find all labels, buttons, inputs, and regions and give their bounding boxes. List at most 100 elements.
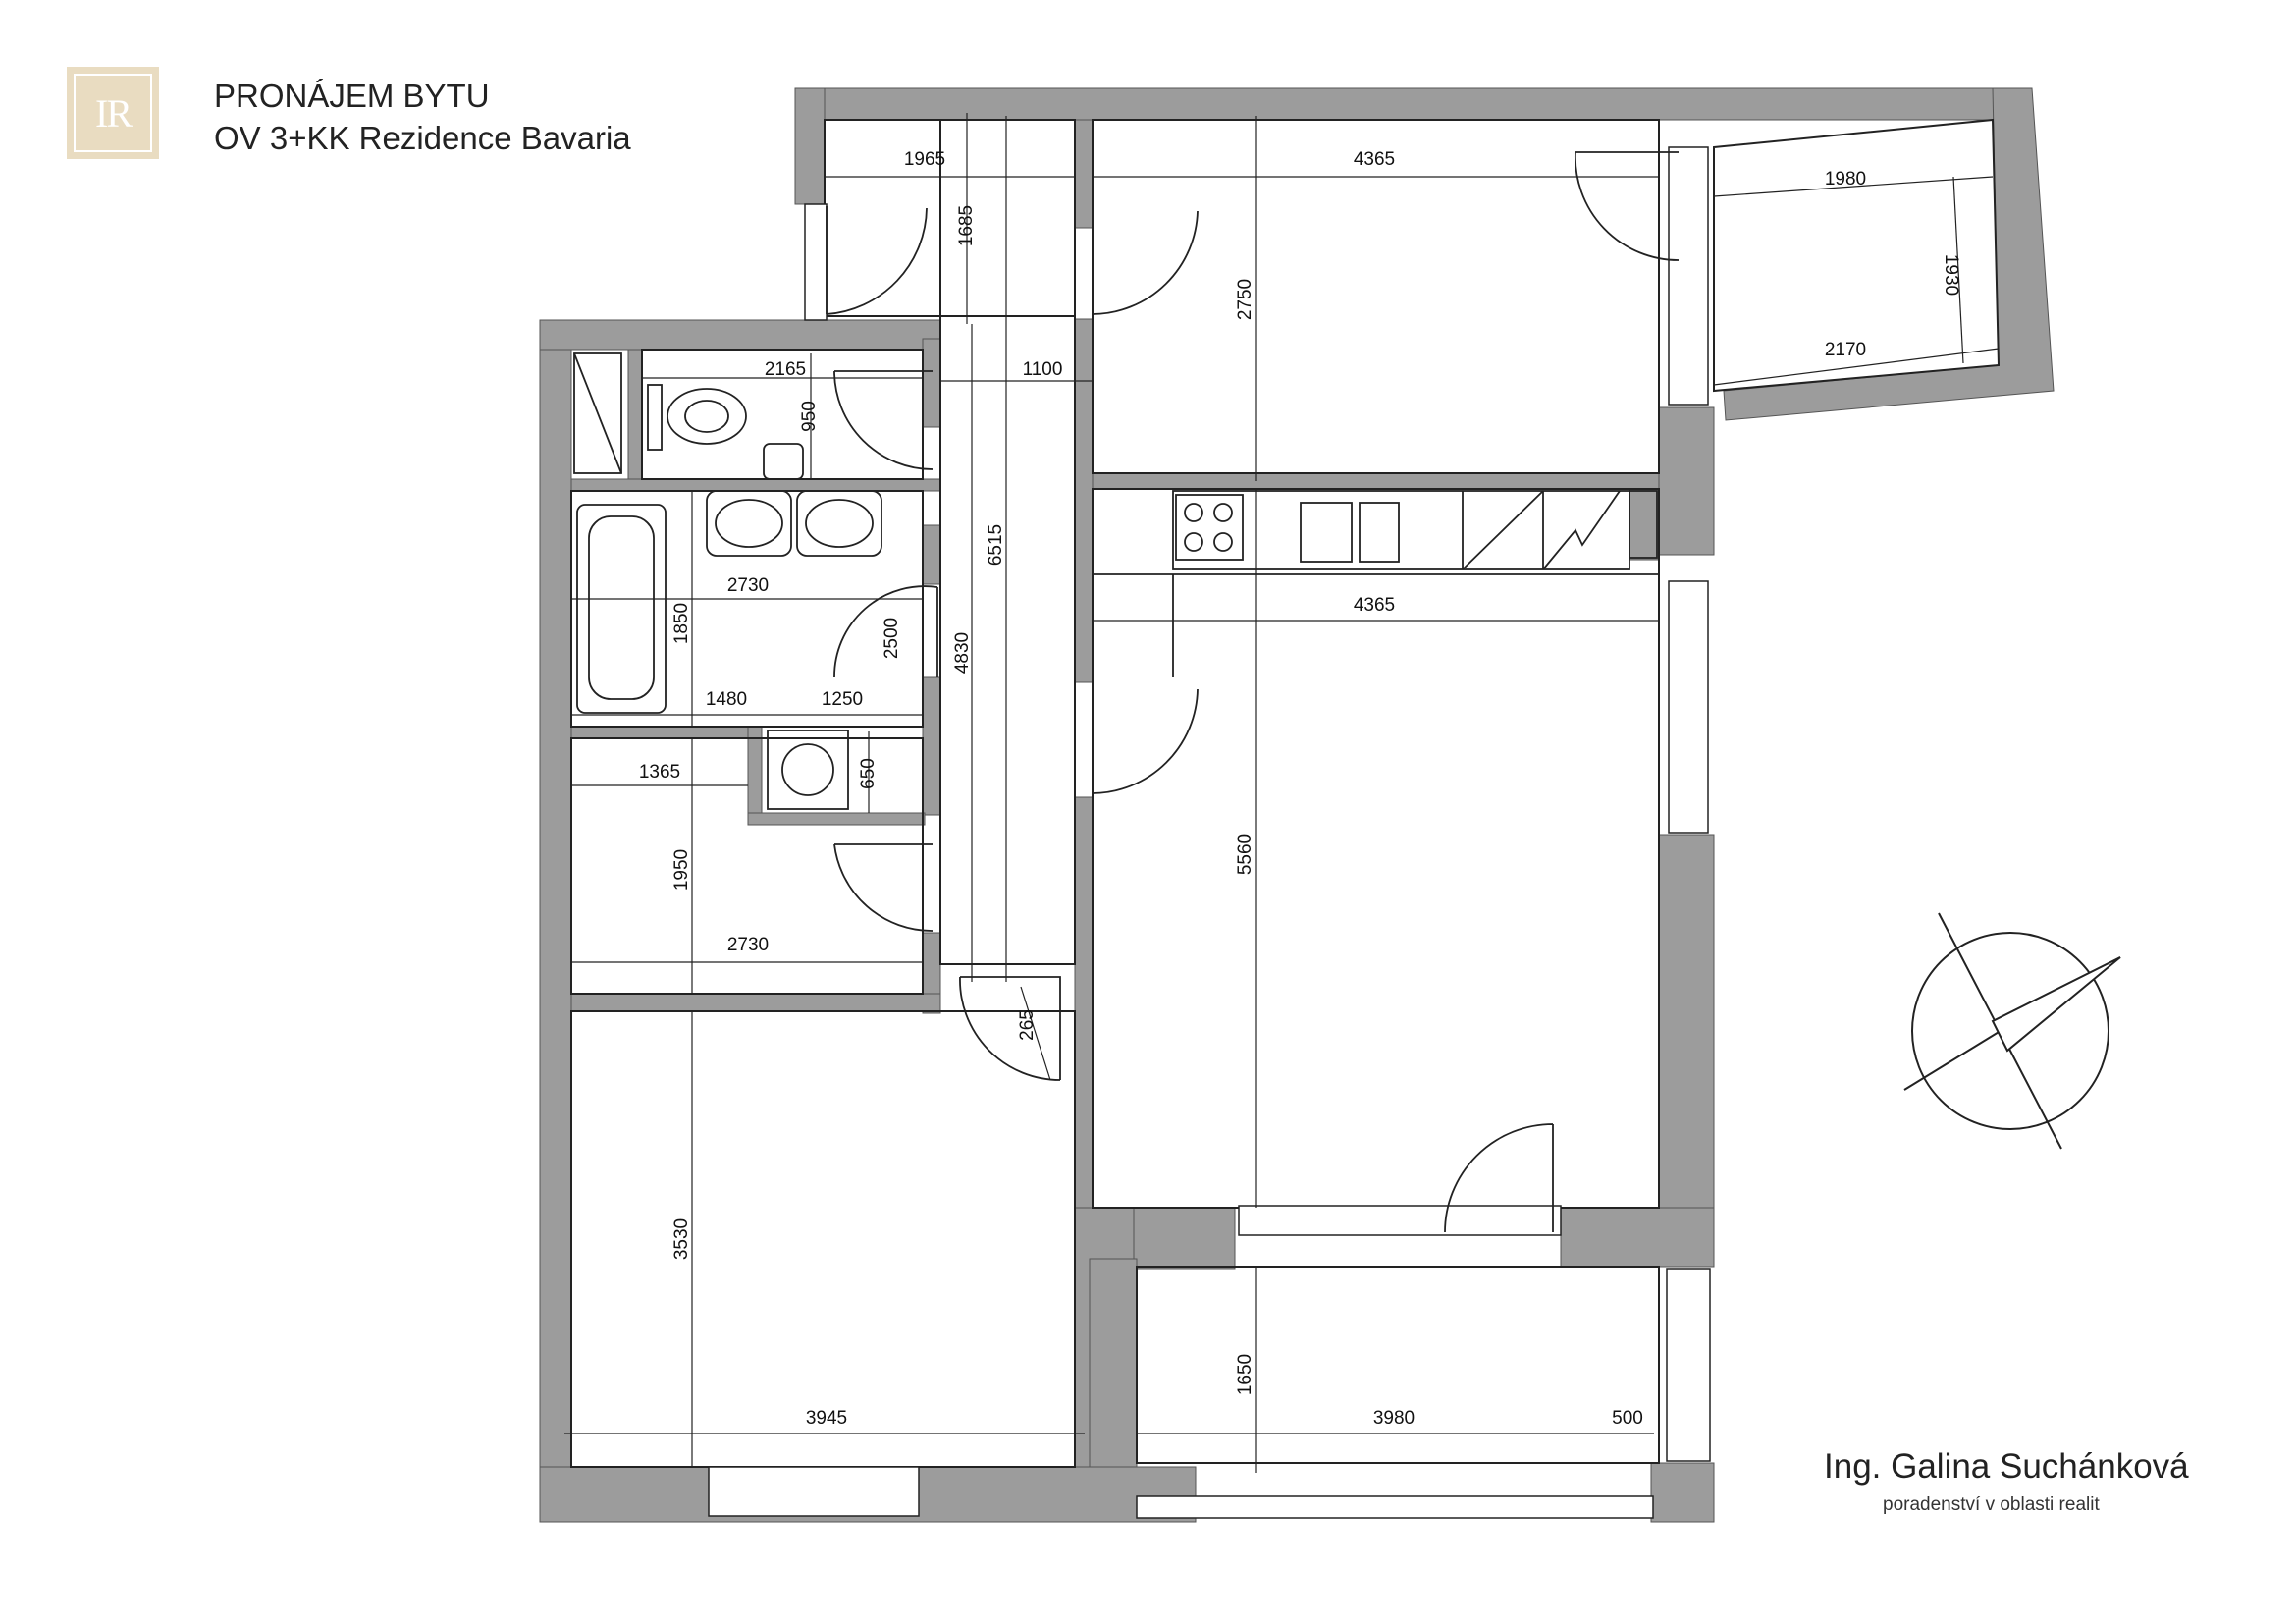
burner-1 [1184,503,1203,522]
wall-bottom-right [1650,1462,1715,1523]
shaft-diagonal [573,352,622,474]
door-entrance [959,976,1061,1081]
wall-hall-left [922,338,941,428]
dim-storage-depth: 1950 [671,849,692,891]
wall-balcony-left [1089,1258,1138,1468]
dim-wc-width: 2165 [765,359,806,380]
wall-hall-right-3 [1074,796,1094,1209]
dim-step-width: 265 [1017,1009,1038,1041]
bathtub [576,504,667,714]
wall-laundry [747,726,763,824]
door-storage [833,843,934,932]
washing-machine [767,730,849,810]
wall-bath-bottom [570,726,759,739]
window-balcony [1136,1495,1654,1519]
author-name: Ing. Galina Suchánková [1824,1447,2189,1486]
wc-washbasin [763,443,804,480]
wall-top-left [794,87,826,205]
door-top-left [826,206,928,315]
wall-right-upper [1658,406,1715,556]
wall-top [794,87,2033,121]
room-storage [570,737,924,995]
wall-hall-right [1074,119,1094,229]
toilet-seat [684,400,729,433]
dim-top-left-width: 1965 [904,149,945,170]
window-sw-room [708,1466,920,1517]
windows [708,146,1711,1519]
burner-3 [1184,532,1203,552]
walls [539,87,2055,1523]
window-top-left-room [804,203,828,321]
dim-living-width: 4365 [1354,595,1395,616]
door-bedroom [1092,208,1199,315]
dim-bathroom-width: 2730 [727,575,769,596]
wall-sw-top [570,993,941,1012]
window-balcony-right [1666,1268,1711,1462]
kitchen-sink [1300,502,1353,563]
wall-hall-left-3 [922,676,941,816]
kitchen-sink-2 [1359,502,1400,563]
dim-loggia-outer-width: 2170 [1825,340,1866,360]
wall-hall-left-2 [922,524,941,585]
author-tagline: poradenství v oblasti realit [1883,1494,2100,1515]
dim-storage-lower-width: 2730 [727,935,769,955]
washing-machine-drum [781,743,834,796]
listing-title: PRONÁJEM BYTU OV 3+KK Rezidence Bavaria [214,75,631,159]
window-living-balcony [1238,1205,1562,1236]
room-balcony [1136,1266,1660,1464]
dim-hall-width: 1100 [1023,359,1063,380]
shaft [573,352,622,474]
sink-right [796,490,882,557]
bathtub-inner [588,515,655,700]
dim-hall-lower-length: 4830 [952,632,973,674]
dim-bath-partition-b: 1250 [822,689,863,710]
dim-hall-length: 6515 [986,524,1006,566]
door-balcony [1444,1123,1554,1233]
dim-bedroom-depth: 2750 [1235,279,1255,320]
door-living [1092,687,1199,794]
dim-bathroom-depth: 1850 [671,603,692,644]
toilet-bowl [667,388,747,445]
sink-left [706,490,792,557]
sink-left-basin [715,499,783,548]
logo-monogram: IR [74,74,152,152]
dim-balcony-depth: 1650 [1235,1354,1255,1395]
dim-bath-partition-a: 1480 [706,689,747,710]
dim-sw-width: 3945 [806,1408,847,1429]
fridge [1629,490,1658,559]
title-line-1: PRONÁJEM BYTU [214,78,490,114]
wall-kitchen-right [1629,488,1660,561]
door-bathroom [833,585,938,678]
dim-top-left-depth: 1685 [956,205,977,246]
dim-balcony-edge: 500 [1612,1408,1643,1429]
dimension-labels: 1965 1685 4365 2750 1980 1930 2170 2165 … [639,149,1961,1429]
window-living-right [1668,580,1709,834]
dim-sw-depth: 3530 [671,1218,692,1260]
burner-2 [1213,503,1233,522]
north-arrow-icon [1903,912,2121,1150]
dim-balcony-width: 3980 [1373,1408,1415,1429]
wall-wc-bottom [570,478,941,492]
wall-laundry-bottom [747,812,926,826]
room-loggia [1713,118,2001,393]
sink-right-basin [805,499,874,548]
dim-loggia-width: 1980 [1825,169,1866,189]
dimension-lines [564,113,2000,1473]
dim-living-depth: 5560 [1235,834,1255,875]
wall-right-lower [1560,1207,1715,1268]
wall-loggia [1723,87,2055,421]
kitchen-counter [1172,490,1630,570]
room-hallway [939,119,1076,965]
dim-loggia-depth: 1930 [1941,254,1961,296]
door-wc [833,370,934,470]
wall-left [539,319,572,1523]
burner-4 [1213,532,1233,552]
fixtures [573,352,1659,810]
dim-storage-width: 1365 [639,762,680,783]
room-bedroom [1092,119,1660,474]
door-bedroom-loggia [1575,151,1680,261]
room-south-west [570,1010,1076,1468]
toilet-tank [647,384,663,451]
